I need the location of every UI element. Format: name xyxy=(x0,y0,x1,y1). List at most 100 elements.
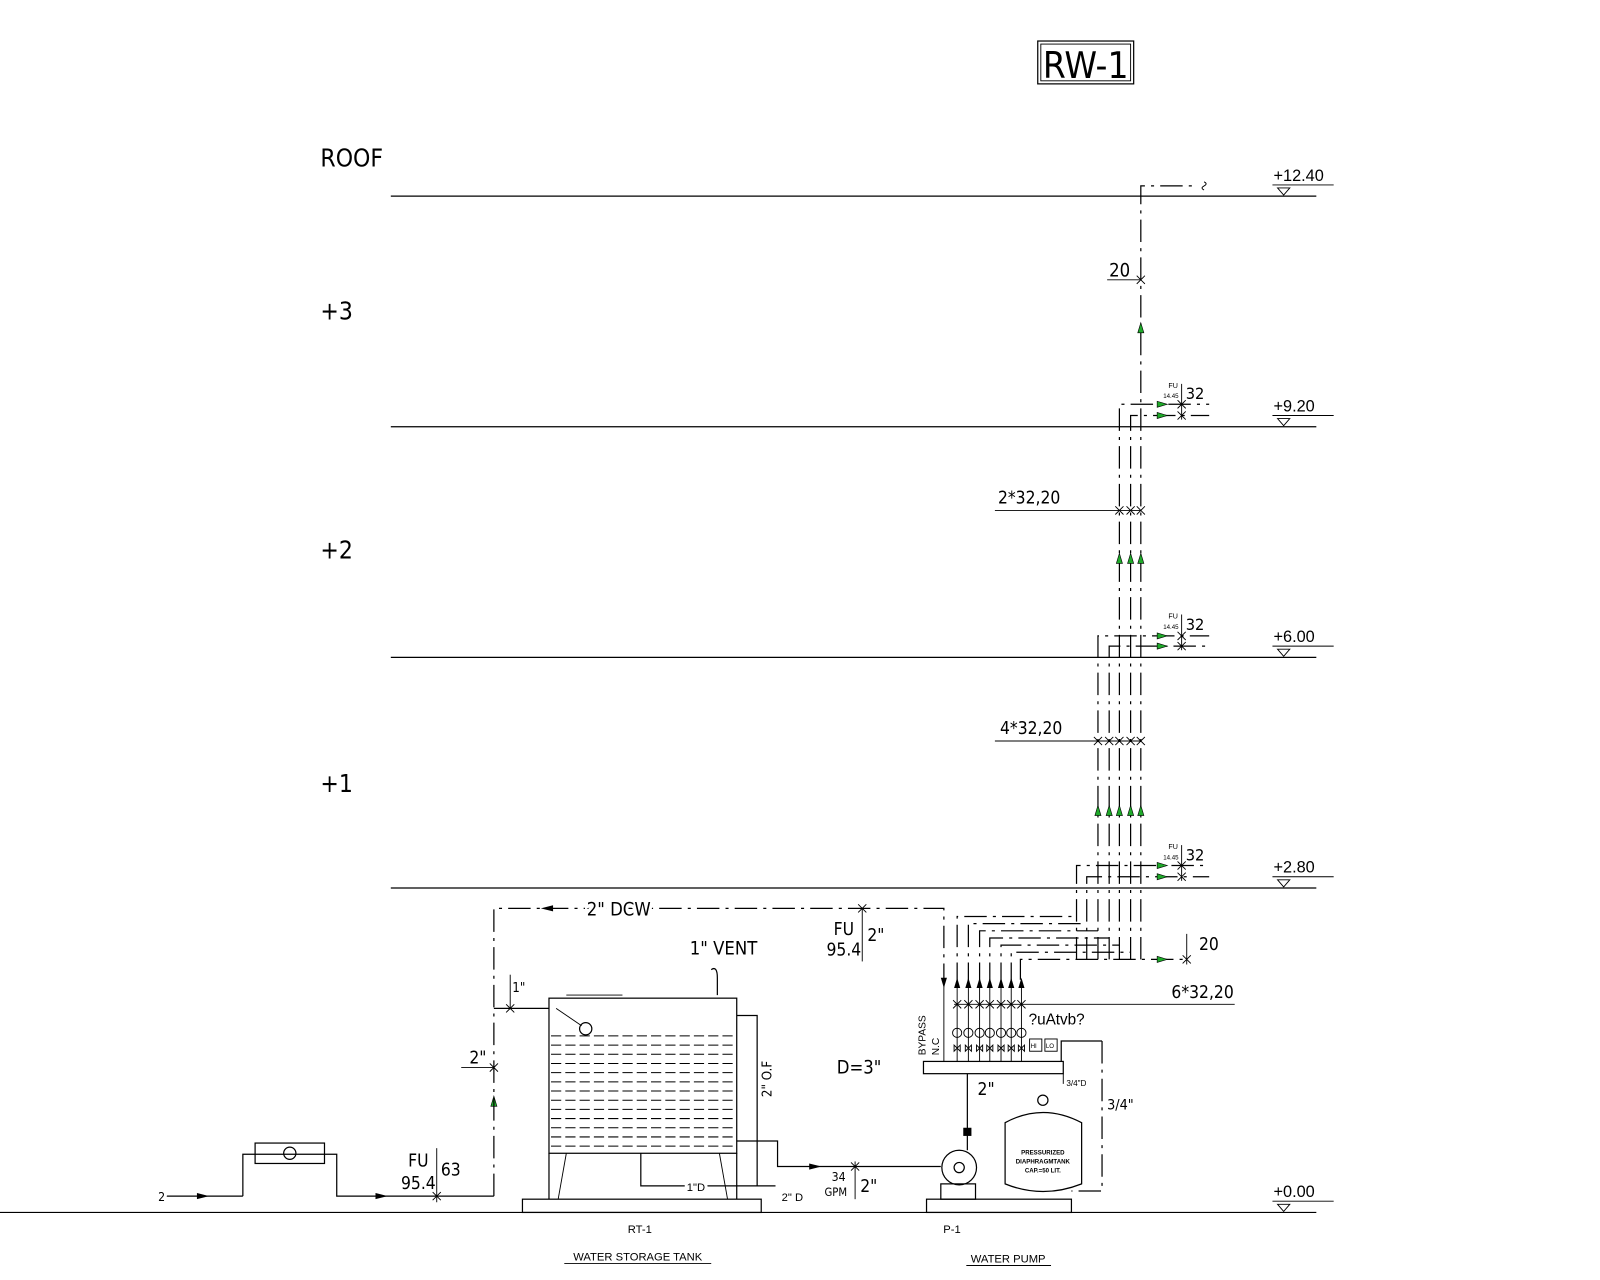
valve-icon xyxy=(952,1027,963,1038)
flow-arrow-up-icon xyxy=(1115,804,1123,816)
flow-arrow-right-icon xyxy=(1156,642,1169,650)
elevation-triangle-icon xyxy=(1276,648,1291,658)
gate-valve-icon xyxy=(986,1043,994,1053)
suction-pipe xyxy=(736,1140,941,1168)
overflow-pipe xyxy=(736,1014,758,1186)
svg-text:GPM: GPM xyxy=(824,1186,847,1199)
return-line xyxy=(1071,1041,1103,1192)
riser-roof xyxy=(1140,185,1194,960)
drawing-title: RW-1 xyxy=(1043,44,1129,87)
flow-arrow-up-icon xyxy=(1127,804,1135,816)
gate-valve-icon xyxy=(1007,1043,1015,1053)
svg-text:CAP.=50 LIT.: CAP.=50 LIT. xyxy=(1025,1168,1061,1175)
elevation-triangle-icon xyxy=(1276,879,1291,888)
svg-text:32: 32 xyxy=(1186,615,1205,634)
lo-switch xyxy=(1044,1038,1058,1052)
pipe-marks xyxy=(196,275,1192,1201)
pipe-cross-mark xyxy=(1114,736,1124,746)
manifold-branch-pipe xyxy=(1010,951,1131,985)
flow-arrow-up-icon xyxy=(954,977,961,988)
meter-icon xyxy=(283,1146,297,1160)
svg-text:FU: FU xyxy=(1168,613,1178,621)
gate-valve-icon xyxy=(964,1043,972,1053)
stack-label-3: 2*32,20 xyxy=(998,488,1060,508)
pipe-cross-mark xyxy=(1177,631,1187,641)
svg-text:14.45: 14.45 xyxy=(1163,393,1179,400)
valve-icon xyxy=(974,1027,985,1038)
elevation-markers: +12.40+9.20+6.00+2.80+0.00 xyxy=(1272,167,1334,1213)
flow-arrow-up-icon xyxy=(986,977,993,988)
valve-icon xyxy=(984,1027,995,1038)
manifold-branch-pipe xyxy=(967,923,1087,985)
pressure-gauge-icon xyxy=(1037,1094,1049,1106)
supply-line: 2 FU 95.4 63 2" 1" xyxy=(155,974,549,1207)
pipe-cross-mark xyxy=(1104,736,1114,746)
elevation-label: +6.00 xyxy=(1273,628,1314,646)
flow-arrow-up-icon xyxy=(997,977,1005,988)
pipe-cross-mark xyxy=(1177,411,1187,420)
gate-valve-icon xyxy=(1017,1043,1025,1053)
pipe-cross-mark xyxy=(1182,954,1192,964)
svg-text:BYPASS: BYPASS xyxy=(918,1015,929,1055)
pipe-cross-mark xyxy=(1177,399,1187,409)
main-dcw-line: 2" DCW FU 95.4 2" xyxy=(493,896,945,1197)
elevation-triangle-icon xyxy=(1276,418,1291,427)
pipe-cross-mark xyxy=(1177,872,1187,882)
svg-text:14.45: 14.45 xyxy=(1163,854,1179,861)
level-label-3: +3 xyxy=(320,297,352,326)
flow-arrow-up-icon xyxy=(1115,552,1123,564)
svg-text:14.45: 14.45 xyxy=(1163,624,1179,631)
flow-arrow-up-icon xyxy=(965,977,972,988)
flow-arrow-up-icon xyxy=(1127,552,1135,564)
svg-text:1"D: 1"D xyxy=(687,1182,705,1194)
mirrored-note: ?uAtvb? xyxy=(1029,1012,1085,1029)
vent-pipe xyxy=(710,967,718,996)
svg-text:2" D: 2" D xyxy=(782,1192,803,1204)
stack-label-2: 4*32,20 xyxy=(1000,719,1062,739)
svg-text:32: 32 xyxy=(1186,845,1205,864)
svg-text:1": 1" xyxy=(512,981,525,996)
water-meter-assembly xyxy=(254,1142,326,1165)
ground-branch xyxy=(1019,958,1184,980)
flow-arrow-up-icon xyxy=(1008,977,1015,988)
pipe-break-icon xyxy=(1201,181,1207,191)
pipe-cross-mark xyxy=(1177,641,1187,651)
main-size: 2" xyxy=(867,926,884,946)
riser-3a xyxy=(1118,403,1210,960)
gate-valve-icon xyxy=(976,1043,984,1053)
svg-text:1" VENT: 1" VENT xyxy=(690,938,758,959)
branch-label-1: FU 14.45 32 xyxy=(1163,843,1204,881)
gate-valve-icon xyxy=(997,1043,1005,1053)
flow-arrow-up-icon xyxy=(1137,321,1145,334)
manifold-header xyxy=(922,1060,1064,1075)
elevation-label: +0.00 xyxy=(1273,1183,1314,1201)
flow-arrow-up-icon xyxy=(1018,977,1025,988)
tank-name: WATER STORAGE TANK xyxy=(573,1251,703,1263)
main-fu-value: 95.4 xyxy=(827,940,862,960)
inlet-size: 2 xyxy=(158,1190,165,1204)
pump-tag: P-1 xyxy=(943,1224,960,1236)
valve-icon xyxy=(995,1027,1007,1038)
flow-arrow-up-icon xyxy=(976,977,983,988)
header-size: D=3" xyxy=(837,1058,882,1079)
main-fu-label: FU xyxy=(834,920,854,940)
level-label-2: +2 xyxy=(320,535,352,564)
flow-arrow-right-icon xyxy=(1156,955,1169,963)
elevation-triangle-icon xyxy=(1276,187,1291,196)
svg-text:N.C: N.C xyxy=(931,1038,942,1056)
hi-switch xyxy=(1029,1038,1043,1052)
branch-label-2: FU 14.45 32 xyxy=(1163,613,1204,651)
manifold-branch-pipe xyxy=(978,930,1098,985)
flow-arrow-up-icon xyxy=(1137,804,1145,816)
svg-text:2" O.F: 2" O.F xyxy=(760,1061,775,1097)
svg-text:34: 34 xyxy=(832,1170,846,1184)
gate-valve-icon xyxy=(953,1043,961,1053)
roof-branch-label: 20 xyxy=(1109,261,1130,282)
pipe-cross-mark xyxy=(1136,275,1146,285)
water-storage-tank: 1" VENT 2" O.F 1"D 2" D RT-1 WATER STORA… xyxy=(521,938,803,1264)
risers: 20 2*32,20 4*32,20 FU 14.45 32 FU 14.45 … xyxy=(994,181,1219,980)
svg-text:95.4: 95.4 xyxy=(401,1174,436,1194)
manifold-branch-pipe xyxy=(956,915,1077,985)
svg-text:2": 2" xyxy=(469,1048,486,1068)
